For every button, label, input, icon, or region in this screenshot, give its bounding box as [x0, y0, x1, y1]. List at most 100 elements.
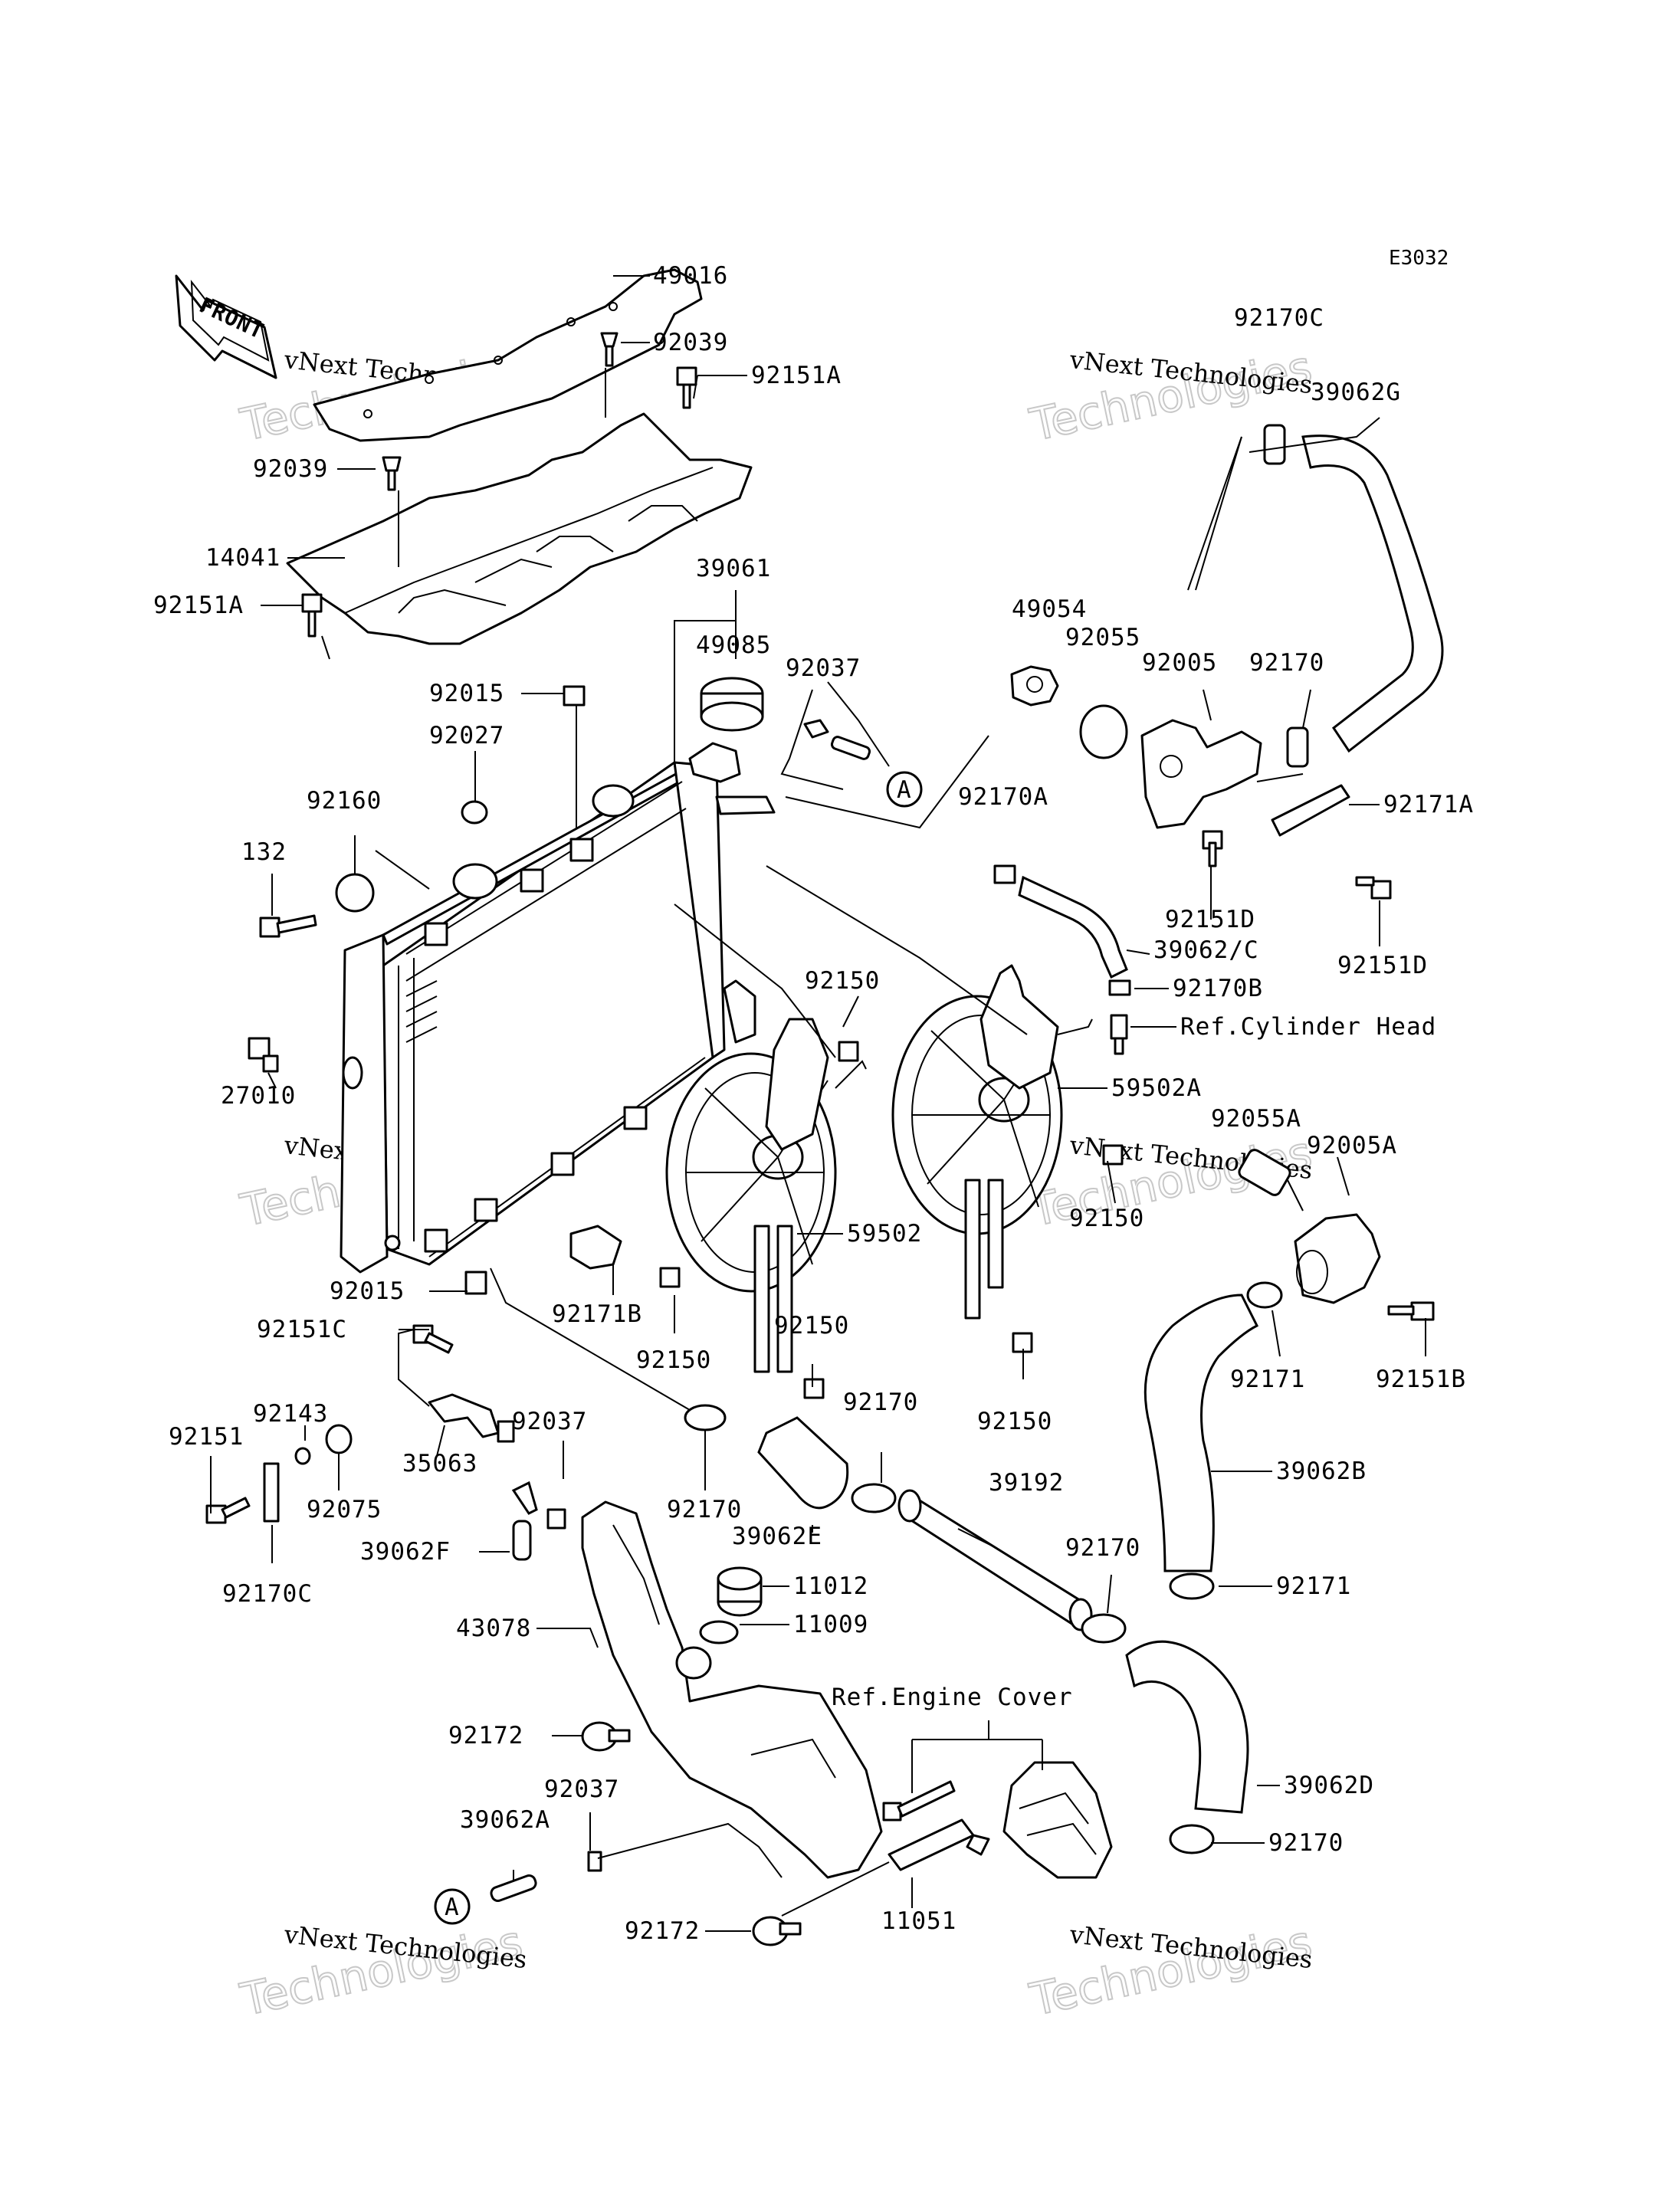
label-39062B: 39062B [1276, 1458, 1367, 1485]
sensor-fitting [1110, 1014, 1128, 1055]
label-92170C-top: 92170C [1234, 304, 1324, 332]
bracket-11051 [888, 1818, 990, 1871]
label-39192: 39192 [989, 1469, 1064, 1497]
grommet-92160 [335, 873, 375, 913]
label-92160: 92160 [307, 787, 382, 815]
collar-92027 [461, 800, 488, 825]
clip-92037-top [803, 719, 871, 760]
label-92151A-top: 92151A [751, 362, 842, 389]
leader-lines [210, 275, 1426, 1932]
label-92037-c: 92037 [544, 1776, 619, 1803]
label-92039-a: 92039 [653, 329, 728, 356]
hose-39062A [490, 1874, 537, 1902]
hose-39062F [511, 1481, 538, 1561]
label-92005A: 92005A [1307, 1132, 1397, 1159]
clip-92037-mid [546, 1508, 566, 1530]
label-92150-d: 92150 [774, 1312, 849, 1340]
collar-92143 [294, 1447, 311, 1465]
label-39062C: 39062/C [1153, 936, 1259, 964]
nut-92015-bottom [464, 1271, 487, 1295]
label-39062G: 39062G [1311, 379, 1401, 406]
label-92150-c: 92150 [636, 1346, 711, 1374]
label-14041: 14041 [205, 544, 281, 572]
hose-39062B [1144, 1294, 1259, 1572]
pipe-39192 [897, 1489, 1093, 1631]
label-39062E: 39062E [732, 1523, 822, 1550]
label-92150-a: 92150 [805, 967, 880, 995]
clamp-92170-mid [684, 1404, 727, 1431]
clamp-92170B [1108, 979, 1131, 996]
housing-92005A [1294, 1213, 1381, 1304]
label-59502: 59502 [847, 1220, 922, 1248]
bolt-92151D-b [1355, 876, 1392, 900]
cap-11012 [717, 1566, 763, 1617]
gasket-92055A [1238, 1149, 1291, 1196]
label-92151D-a: 92151D [1165, 906, 1255, 933]
label-49016: 49016 [653, 262, 728, 290]
label-92039-b: 92039 [253, 455, 328, 483]
label-92027: 92027 [429, 722, 504, 749]
clamp-92170-upper [1286, 726, 1309, 768]
bolt-92039-mid [382, 456, 402, 491]
label-92143: 92143 [253, 1400, 328, 1428]
ref-engine-cover: Ref.Engine Cover [832, 1684, 1073, 1711]
label-35063: 35063 [402, 1450, 477, 1477]
label-92015-a: 92015 [429, 680, 504, 707]
label-92171-a: 92171 [1230, 1366, 1305, 1393]
label-92170-d: 92170 [1065, 1534, 1140, 1562]
label-92055: 92055 [1065, 624, 1140, 651]
callout-a-top: A [886, 771, 923, 808]
clamp-92170-lower-mid [851, 1483, 897, 1513]
label-92170-b: 92170 [843, 1389, 918, 1416]
bracket-92171A [1271, 784, 1350, 837]
label-92170-a: 92170 [1249, 649, 1324, 677]
label-92150-b: 92150 [1069, 1205, 1144, 1232]
bolt-92172-b [752, 1916, 802, 1946]
clamp-92170A [993, 864, 1016, 884]
diagram-code: E3032 [1389, 247, 1449, 270]
clip-92037-bottom [587, 1851, 602, 1872]
svg-text:A: A [445, 1894, 460, 1921]
clamp-92171-upper [1246, 1281, 1283, 1309]
bolt-92151B [1387, 1301, 1435, 1321]
label-92151: 92151 [169, 1423, 244, 1451]
bolt-92150-c [659, 1267, 681, 1288]
filler-neck [675, 1646, 712, 1680]
label-92171B: 92171B [552, 1300, 642, 1328]
label-92015-b: 92015 [330, 1277, 405, 1305]
nut-92015-top [563, 685, 586, 707]
label-92151A-left: 92151A [153, 592, 244, 619]
label-11009: 11009 [793, 1611, 868, 1638]
bolt-92151 [205, 1497, 251, 1524]
callout-a-bottom: A [434, 1888, 471, 1925]
cap-49085 [700, 677, 764, 732]
clamp-92170-lower-right [1169, 1824, 1215, 1854]
label-39061: 39061 [696, 555, 771, 582]
label-92170-c: 92170 [667, 1496, 742, 1523]
label-92171A: 92171A [1383, 791, 1474, 818]
bolt-92151A-top [676, 366, 697, 409]
svg-text:A: A [897, 776, 912, 804]
fan-59502 [665, 1018, 867, 1373]
label-92151D-b: 92151D [1337, 952, 1428, 979]
label-92075: 92075 [307, 1496, 382, 1523]
o-ring-92055 [1079, 704, 1128, 759]
bolt-92150-b [1102, 1144, 1124, 1166]
ref-cylinder-head: Ref.Cylinder Head [1180, 1013, 1436, 1041]
label-132: 132 [241, 838, 287, 866]
label-11012: 11012 [793, 1572, 868, 1600]
label-27010: 27010 [221, 1082, 296, 1110]
radiator-39061 [340, 742, 776, 1274]
clamp-92170-mid-right [1081, 1613, 1127, 1644]
housing-92005 [1140, 719, 1262, 829]
label-43078: 43078 [456, 1615, 531, 1642]
band-92170C [263, 1462, 280, 1523]
label-92037-a: 92037 [786, 654, 861, 682]
clamp-92170C-top [1263, 424, 1286, 465]
label-92151C: 92151C [257, 1316, 347, 1343]
label-39062F: 39062F [360, 1538, 451, 1566]
bolt-92151A-left [301, 593, 323, 638]
clamp-92171-lower [1169, 1572, 1215, 1600]
sensor-27010 [248, 1037, 279, 1073]
